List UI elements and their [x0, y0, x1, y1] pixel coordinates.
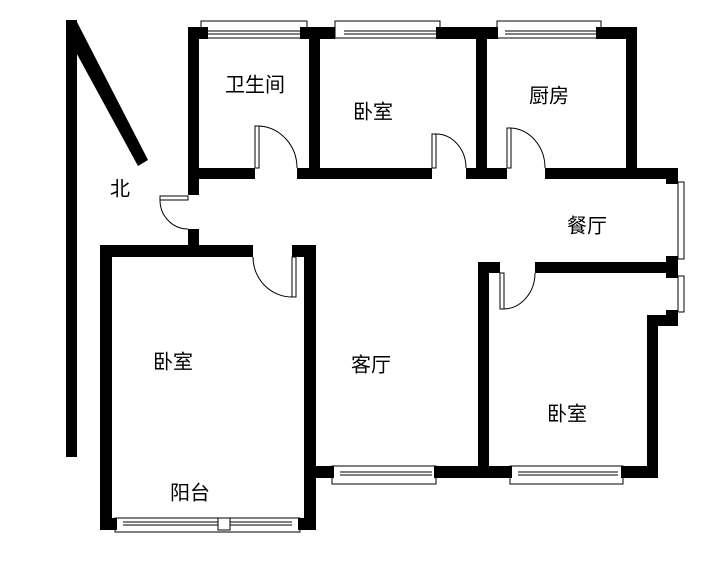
room-label-dining: 餐厅: [567, 213, 607, 238]
windows: [114, 20, 685, 533]
room-label-bedroom-east: 卧室: [547, 401, 587, 426]
window-bathroom: [200, 20, 308, 39]
room-label-bedroom-north: 卧室: [353, 99, 393, 124]
compass-label: 北: [110, 176, 130, 201]
room-label-bathroom: 卫生间: [225, 72, 285, 97]
window-bedroom-north: [334, 20, 441, 39]
window-kitchen: [496, 20, 602, 39]
window-dining: [677, 181, 685, 260]
compass-line: [66, 20, 77, 457]
compass-arrow: [66, 20, 148, 166]
room-label-bedroom-west: 卧室: [153, 349, 193, 374]
room-label-balcony: 阳台: [170, 480, 210, 505]
doors: [159, 125, 546, 310]
room-label-living: 客厅: [351, 352, 391, 377]
walls: [66, 20, 678, 530]
room-label-kitchen: 厨房: [529, 83, 569, 108]
window-bedroom-east-side: [677, 275, 685, 313]
window-mullions: [123, 30, 618, 531]
